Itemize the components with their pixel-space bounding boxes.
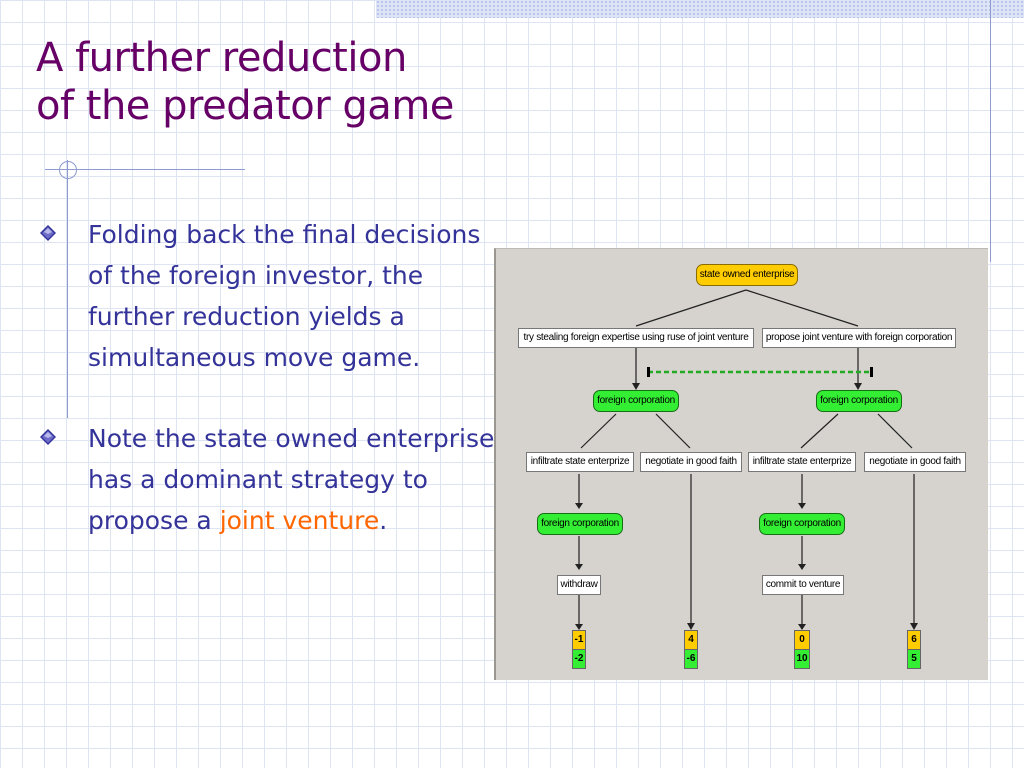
arrowhead: [575, 503, 583, 509]
bullet-text-1: Folding back the final decisions of the …: [88, 220, 481, 372]
action-withdraw[interactable]: withdraw: [557, 575, 601, 595]
title-bar-decoration: [376, 0, 1024, 18]
diamond-bullet-icon: [40, 429, 56, 445]
arrowhead: [854, 383, 862, 390]
arrowhead: [798, 624, 806, 630]
arrowhead: [632, 383, 640, 390]
payoff-2-foreign: -6: [684, 650, 698, 669]
right-guide-line: [990, 0, 991, 262]
edge-root-left: [635, 289, 747, 327]
action-negotiate-2[interactable]: negotiate in good faith: [864, 452, 966, 472]
edge-fc1-right: [655, 413, 691, 449]
foreign-corporation-node-1[interactable]: foreign corporation: [593, 390, 679, 412]
edge-fc2-right: [877, 413, 913, 449]
foreign-corporation-node-4[interactable]: foreign corporation: [759, 513, 845, 535]
payoff-4-state: 6: [907, 630, 921, 650]
information-set-left-mark: [647, 367, 650, 377]
information-set-right-mark: [870, 367, 873, 377]
arrowhead: [687, 623, 695, 630]
arrowhead: [575, 624, 583, 630]
edge-root-right: [745, 289, 859, 327]
payoff-4-foreign: 5: [907, 650, 921, 669]
payoff-3: 0 10: [794, 630, 810, 669]
bullet-item-1: Folding back the final decisions of the …: [40, 214, 500, 378]
action-infiltrate-1[interactable]: infiltrate state enterprize: [526, 452, 634, 472]
title-ring-ornament: [59, 161, 77, 179]
foreign-corporation-node-2[interactable]: foreign corporation: [816, 390, 902, 412]
edge-fc2-left: [800, 413, 839, 449]
game-tree-edges: [575, 289, 918, 630]
payoff-3-state: 0: [794, 630, 810, 650]
state-owned-enterprise-node[interactable]: state owned enterprise: [696, 264, 798, 286]
game-tree-diagram: state owned enterprise try stealing fore…: [494, 248, 988, 680]
action-steal-expertise[interactable]: try stealing foreign expertise using rus…: [518, 328, 754, 348]
action-infiltrate-2[interactable]: infiltrate state enterprize: [748, 452, 856, 472]
payoff-3-foreign: 10: [794, 650, 810, 669]
payoff-2: 4 -6: [684, 630, 698, 669]
action-negotiate-1[interactable]: negotiate in good faith: [640, 452, 742, 472]
foreign-corporation-node-3[interactable]: foreign corporation: [537, 513, 623, 535]
edge-fc1-left: [580, 413, 617, 449]
title-line-1: A further reduction: [36, 35, 407, 81]
bullet-item-2: Note the state owned enterprise has a do…: [40, 418, 500, 541]
arrowhead: [798, 564, 806, 570]
payoff-1: -1 -2: [572, 630, 586, 669]
payoff-2-state: 4: [684, 630, 698, 650]
payoff-1-foreign: -2: [572, 650, 586, 669]
arrowhead: [575, 564, 583, 570]
bullet-text-2-accent: joint venture: [219, 506, 380, 535]
bullet-text-2-after: .: [379, 506, 388, 535]
payoff-1-state: -1: [572, 630, 586, 650]
arrowhead: [910, 623, 918, 630]
left-guide-line: [67, 160, 68, 418]
arrowhead: [798, 503, 806, 509]
title-underline: [45, 169, 245, 170]
action-commit-to-venture[interactable]: commit to venture: [762, 575, 844, 595]
slide-title: A further reduction of the predator game: [36, 34, 454, 130]
diamond-bullet-icon: [40, 225, 56, 241]
action-propose-joint-venture[interactable]: propose joint venture with foreign corpo…: [762, 328, 956, 348]
bullet-list: Folding back the final decisions of the …: [40, 214, 500, 581]
bullet-text-2-before: Note the state owned enterprise has a do…: [88, 424, 495, 535]
payoff-4: 6 5: [907, 630, 921, 669]
title-line-2: of the predator game: [36, 83, 454, 129]
